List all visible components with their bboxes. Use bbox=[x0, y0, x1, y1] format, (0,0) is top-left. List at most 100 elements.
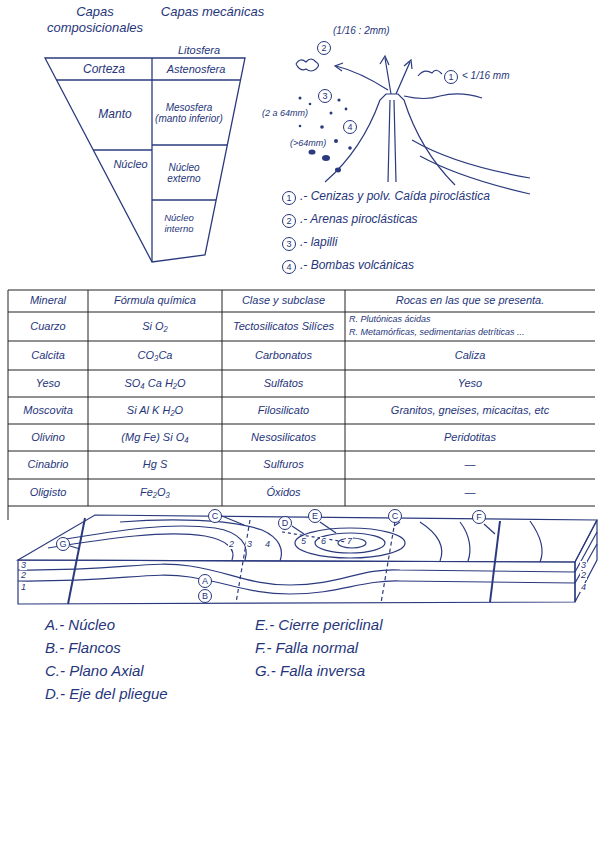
text-label: R. Plutónicas ácidas bbox=[349, 314, 431, 325]
table-cell: Hg S bbox=[88, 451, 222, 479]
table-grid-part bbox=[8, 370, 595, 371]
fold-block-diagram-part bbox=[315, 533, 385, 553]
table-cell: Óxidos bbox=[222, 479, 345, 506]
table-grid-part bbox=[8, 312, 595, 313]
volcano-drawing-part bbox=[404, 94, 482, 99]
layer-name: Manto bbox=[98, 108, 131, 122]
fold-block-diagram-part bbox=[420, 522, 442, 561]
callout-number: 3 bbox=[282, 237, 296, 251]
table-grid-part bbox=[88, 290, 89, 506]
text-label: C.- Plano Axial bbox=[45, 662, 144, 680]
fold-block-diagram-part bbox=[530, 521, 542, 562]
table-cell: Peridotitas bbox=[345, 424, 595, 451]
fold-block-diagram-part bbox=[295, 528, 405, 558]
table-grid-part bbox=[8, 290, 9, 520]
table-grid-part bbox=[345, 290, 346, 506]
fold-block-diagram-part bbox=[338, 538, 366, 548]
fold-block-diagram-part bbox=[60, 526, 246, 560]
table-cell: Filosilicato bbox=[222, 397, 345, 424]
volcano-drawing-part bbox=[394, 100, 396, 182]
layer-name: Núcleo externo bbox=[154, 162, 214, 185]
table-cell: Si Al K H₂O bbox=[88, 397, 222, 424]
pyroclast-dots-part bbox=[309, 149, 316, 154]
pyroclast-dots-part bbox=[348, 146, 352, 150]
earth-layers-triangle-part bbox=[151, 58, 152, 262]
volcano-drawing-part bbox=[412, 140, 530, 178]
callout-number: 4 bbox=[343, 120, 357, 134]
callout-number: G bbox=[56, 537, 70, 551]
table-grid-part bbox=[8, 506, 595, 507]
fold-block-diagram bbox=[18, 515, 597, 604]
table-cell: Carbonatos bbox=[222, 341, 345, 370]
text-label: 2 bbox=[580, 571, 587, 580]
layer-cell: Núcleo bbox=[110, 153, 151, 175]
text-label: .- Cenizas y polv. Caída piroclástica bbox=[300, 189, 490, 203]
earth-layers-triangle-part bbox=[152, 144, 227, 145]
callout-number: 1 bbox=[444, 70, 458, 84]
table-cell: CO₃Ca bbox=[88, 341, 222, 370]
text-label: A.- Núcleo bbox=[45, 616, 115, 634]
layer-name: Mesosfera (manto inferior) bbox=[154, 102, 224, 125]
text-label: 1 bbox=[20, 583, 27, 592]
table-grid-part bbox=[8, 424, 595, 425]
table-cell: Tectosilicatos Silíces bbox=[222, 312, 345, 341]
table-cell: Sulfatos bbox=[222, 370, 345, 397]
text-label: 2 bbox=[20, 571, 27, 580]
table-cell: Fe₂O₃ bbox=[88, 479, 222, 506]
fold-block-diagram-part bbox=[320, 522, 336, 533]
table-cell: Sulfuros bbox=[222, 451, 345, 479]
callout-number: 3 bbox=[318, 89, 332, 103]
table-cell: Caliza bbox=[345, 341, 595, 370]
pyroclast-dots-part bbox=[334, 139, 338, 143]
text-label: 3 bbox=[580, 561, 587, 570]
layer-cell: Astenosfera bbox=[154, 60, 238, 79]
text-label: .- lapilli bbox=[300, 235, 337, 249]
table-cell: (Mg Fe) Si O₄ bbox=[88, 424, 222, 451]
text-label: D.- Eje del pliegue bbox=[45, 685, 168, 703]
fold-block-diagram-part bbox=[381, 521, 395, 603]
text-label: 7 bbox=[346, 537, 353, 546]
layer-cell: Manto bbox=[80, 82, 150, 148]
table-cell: Clase y subclase bbox=[222, 290, 345, 312]
text-label: .- Bombas volcánicas bbox=[300, 258, 414, 272]
text-label: 3 bbox=[246, 540, 253, 549]
layer-name: Corteza bbox=[83, 63, 125, 77]
fold-block-diagram-part bbox=[48, 534, 233, 560]
callout-number: 4 bbox=[282, 260, 296, 274]
text-label: Capas mecánicas bbox=[150, 4, 275, 20]
callout-number: E bbox=[308, 509, 322, 523]
callout-number: C bbox=[208, 509, 222, 523]
earth-layers-triangle-part bbox=[57, 79, 241, 80]
table-cell: Nesosilicatos bbox=[222, 424, 345, 451]
text-label: < 1/16 mm bbox=[462, 70, 510, 82]
text-label: 2 bbox=[228, 540, 235, 549]
fold-block-diagram-part bbox=[120, 520, 281, 561]
table-cell: Si O₂ bbox=[88, 312, 222, 341]
table-cell: Rocas en las que se presenta. bbox=[345, 290, 595, 312]
pyroclast-dots-part bbox=[345, 108, 348, 111]
volcano-drawing-part bbox=[335, 63, 343, 71]
text-label: Capas composicionales bbox=[36, 4, 154, 35]
fold-block-diagram-part bbox=[575, 544, 597, 583]
fold-block-diagram-part bbox=[70, 546, 80, 549]
layer-cell: Litosfera bbox=[158, 43, 240, 57]
fold-block-diagram-part bbox=[292, 526, 304, 534]
fold-block-diagram-part bbox=[282, 532, 352, 543]
text-label: B.- Flancos bbox=[45, 639, 121, 657]
callout-number: 2 bbox=[282, 214, 296, 228]
pyroclast-dots-part bbox=[309, 103, 312, 106]
table-cell: Cuarzo bbox=[8, 312, 88, 341]
callout-number: A bbox=[198, 574, 212, 588]
table-cell: Granitos, gneises, micacitas, etc bbox=[345, 397, 595, 424]
table-grid-part bbox=[8, 397, 595, 398]
text-label: (1/16 : 2mm) bbox=[333, 25, 390, 37]
pyroclast-dots-part bbox=[320, 125, 324, 129]
earth-layers-triangle-part bbox=[152, 199, 216, 200]
text-label: 6 bbox=[320, 537, 327, 546]
layer-cell: Núcleo interno bbox=[154, 202, 204, 246]
layer-name: Núcleo interno bbox=[154, 213, 204, 235]
pyroclast-dots-part bbox=[335, 168, 341, 173]
text-label: 4 bbox=[580, 583, 587, 592]
earth-layers-triangle-part bbox=[45, 58, 245, 262]
pyroclast-dots-part bbox=[337, 98, 340, 101]
